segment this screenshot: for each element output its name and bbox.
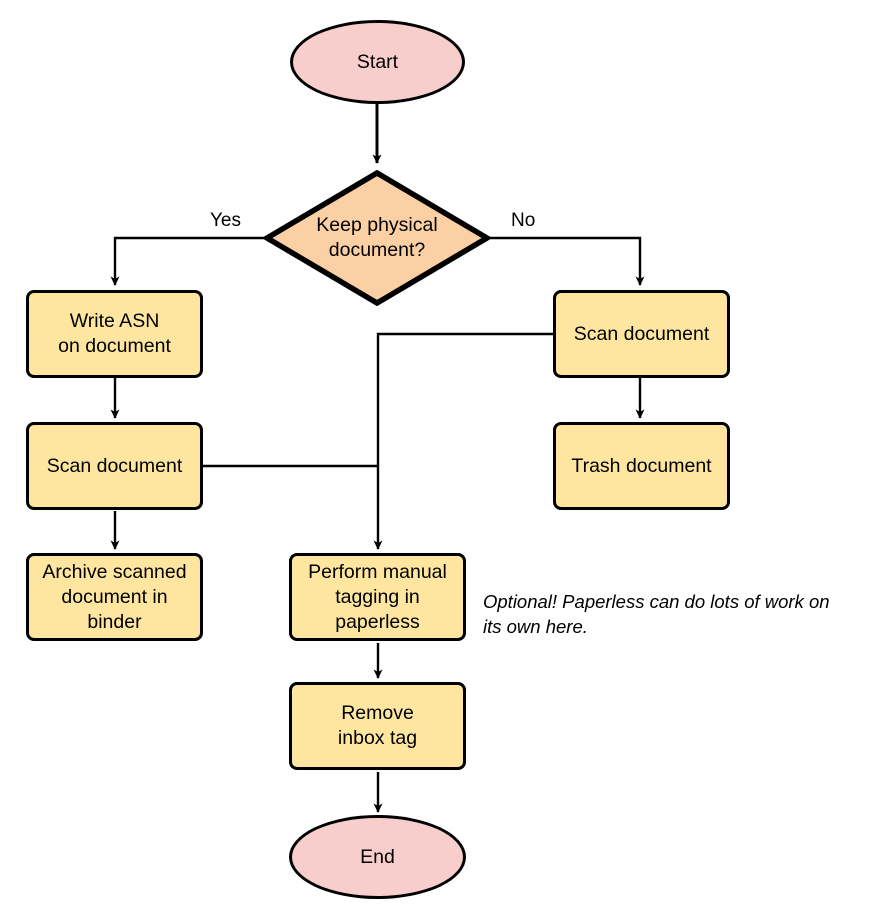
node-archive-label-line2: document in [61, 585, 168, 608]
node-end[interactable]: End [289, 815, 466, 899]
node-start[interactable]: Start [290, 20, 465, 104]
node-trash-document-label: Trash document [571, 454, 712, 477]
node-decision-label-line1: Keep physical [316, 214, 438, 236]
node-decision-label-line2: document? [328, 239, 426, 261]
edge-decision-no-to-scan-right [490, 236, 645, 286]
node-remove-inbox-label: Remove inbox tag [338, 701, 417, 751]
annotation-optional-note-line1: Optional! Paperless can do lots of work … [483, 591, 830, 612]
diamond-shape [264, 170, 490, 306]
node-tagging-label-line1: Perform manual [308, 560, 447, 583]
node-tagging-label-line2: tagging in [335, 585, 420, 608]
edge-label-no: No [509, 210, 538, 232]
node-archive-scanned-document[interactable]: Archive scanned document in binder [26, 553, 203, 641]
node-archive-label-line1: Archive scanned [42, 560, 187, 583]
node-write-asn-on-document[interactable]: Write ASN on document [26, 290, 203, 378]
node-tagging-label-line3: paperless [335, 610, 420, 633]
node-end-label: End [360, 845, 395, 868]
node-scan-document-right[interactable]: Scan document [553, 290, 730, 378]
annotation-optional-note: Optional! Paperless can do lots of work … [483, 589, 883, 639]
node-remove-inbox-tag[interactable]: Remove inbox tag [289, 682, 466, 770]
node-remove-inbox-label-line2: inbox tag [337, 727, 418, 749]
node-scan-document-left-label: Scan document [46, 454, 183, 477]
node-tagging-label: Perform manual tagging in paperless [308, 560, 447, 635]
node-start-label: Start [356, 50, 399, 73]
edge-scan-right-to-tagging [373, 332, 553, 550]
edge-label-yes: Yes [208, 210, 243, 232]
node-write-asn-label-line1: Write ASN [69, 310, 160, 332]
node-archive-label: Archive scanned document in binder [42, 560, 186, 635]
node-perform-manual-tagging[interactable]: Perform manual tagging in paperless [289, 553, 466, 641]
node-archive-label-line3: binder [87, 610, 142, 633]
node-trash-document[interactable]: Trash document [553, 422, 730, 510]
node-decision-label: Keep physical document? [264, 213, 490, 263]
node-scan-document-right-label: Scan document [573, 322, 710, 345]
annotation-optional-note-line2: its own here. [483, 616, 588, 637]
node-write-asn-label-line2: on document [58, 335, 171, 357]
edge-decision-yes-to-write-asn [110, 236, 264, 286]
node-write-asn-label: Write ASN on document [58, 309, 171, 359]
node-remove-inbox-label-line1: Remove [341, 702, 414, 724]
node-scan-document-left[interactable]: Scan document [26, 422, 203, 510]
node-decision-keep-physical-document[interactable]: Keep physical document? [264, 170, 490, 306]
